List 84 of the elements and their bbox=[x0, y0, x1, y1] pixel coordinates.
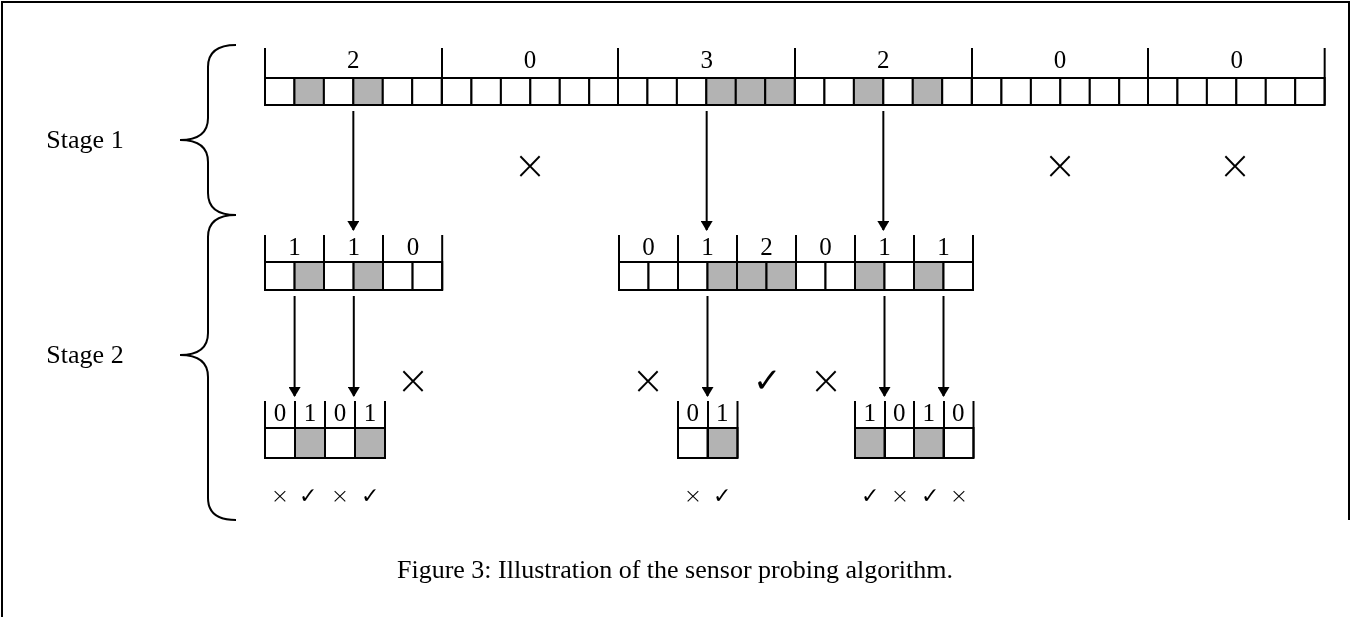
caption: Figure 3: Illustration of the sensor probing algorithm. bbox=[397, 557, 953, 583]
count-label: 0 bbox=[952, 400, 965, 425]
cell-group bbox=[324, 232, 384, 290]
count-label: 0 bbox=[819, 234, 832, 259]
mark: × bbox=[949, 485, 969, 507]
count-label: 1 bbox=[922, 400, 935, 425]
count-label: 0 bbox=[642, 234, 655, 259]
arrow bbox=[937, 295, 950, 397]
count-label: 1 bbox=[303, 400, 317, 425]
cell-group bbox=[355, 398, 385, 458]
mark: ✓ bbox=[753, 363, 781, 397]
mark: × bbox=[513, 145, 547, 185]
count-label: 2 bbox=[347, 47, 360, 72]
cell-group bbox=[678, 398, 708, 458]
cell-array bbox=[265, 45, 1325, 105]
arrow bbox=[347, 110, 360, 231]
mark: × bbox=[809, 360, 843, 400]
arrow bbox=[700, 110, 713, 231]
count-label: 0 bbox=[1053, 47, 1067, 72]
mark: × bbox=[396, 360, 430, 400]
arrow bbox=[288, 295, 301, 397]
cell-array bbox=[678, 398, 737, 458]
count-label: 0 bbox=[523, 47, 537, 72]
count-label: 1 bbox=[716, 400, 729, 425]
count-label: 2 bbox=[760, 234, 773, 259]
count-label: 0 bbox=[273, 400, 287, 425]
cell-group bbox=[737, 232, 796, 290]
cell-group bbox=[325, 398, 355, 458]
cell-group bbox=[265, 45, 442, 105]
count-label: 1 bbox=[288, 234, 301, 259]
cell-group bbox=[971, 45, 1149, 105]
cell-group bbox=[265, 232, 325, 290]
stage-label: Stage 2 bbox=[46, 342, 124, 368]
count-label: 0 bbox=[893, 400, 906, 425]
cell-array bbox=[265, 398, 385, 458]
cell-group bbox=[855, 398, 885, 458]
count-label: 0 bbox=[406, 234, 420, 259]
mark: × bbox=[683, 485, 703, 507]
cell-group bbox=[441, 45, 619, 105]
cell-group bbox=[619, 232, 678, 290]
cell-array bbox=[265, 232, 443, 290]
cell-group bbox=[796, 232, 855, 290]
cell-group bbox=[678, 232, 737, 290]
cell-group bbox=[884, 398, 914, 458]
mark: × bbox=[631, 360, 665, 400]
count-label: 0 bbox=[333, 400, 347, 425]
mark: ✓ bbox=[299, 485, 317, 507]
cell-group bbox=[795, 45, 972, 105]
count-label: 1 bbox=[878, 234, 891, 259]
count-label: 1 bbox=[937, 234, 950, 259]
mark: × bbox=[330, 485, 350, 507]
cell-group bbox=[265, 398, 295, 458]
mark: × bbox=[1218, 145, 1252, 185]
mark: ✓ bbox=[361, 485, 379, 507]
cell-group bbox=[383, 232, 443, 290]
cell-group bbox=[914, 232, 973, 290]
cell-group bbox=[707, 398, 737, 458]
cell-array bbox=[619, 232, 973, 290]
stage-label: Stage 1 bbox=[46, 127, 124, 153]
cell-group bbox=[914, 398, 944, 458]
count-label: 2 bbox=[877, 47, 890, 72]
arrow bbox=[347, 295, 360, 397]
count-label: 1 bbox=[363, 400, 377, 425]
cell-group bbox=[943, 398, 973, 458]
cell-group bbox=[618, 45, 795, 105]
arrow bbox=[878, 295, 891, 397]
count-label: 0 bbox=[1230, 47, 1243, 72]
arrow bbox=[877, 110, 890, 231]
mark: × bbox=[1043, 145, 1077, 185]
count-label: 0 bbox=[686, 400, 699, 425]
cell-group bbox=[855, 232, 914, 290]
count-label: 1 bbox=[347, 234, 361, 259]
count-label: 1 bbox=[701, 234, 714, 259]
cell-group bbox=[1148, 45, 1325, 105]
mark: ✓ bbox=[713, 485, 731, 507]
mark: × bbox=[890, 485, 910, 507]
count-label: 1 bbox=[863, 400, 876, 425]
cell-group bbox=[295, 398, 325, 458]
arrow bbox=[701, 295, 714, 397]
cell-array bbox=[855, 398, 973, 458]
mark: ✓ bbox=[861, 485, 879, 507]
mark: × bbox=[270, 485, 290, 507]
mark: ✓ bbox=[921, 485, 939, 507]
count-label: 3 bbox=[700, 47, 713, 72]
